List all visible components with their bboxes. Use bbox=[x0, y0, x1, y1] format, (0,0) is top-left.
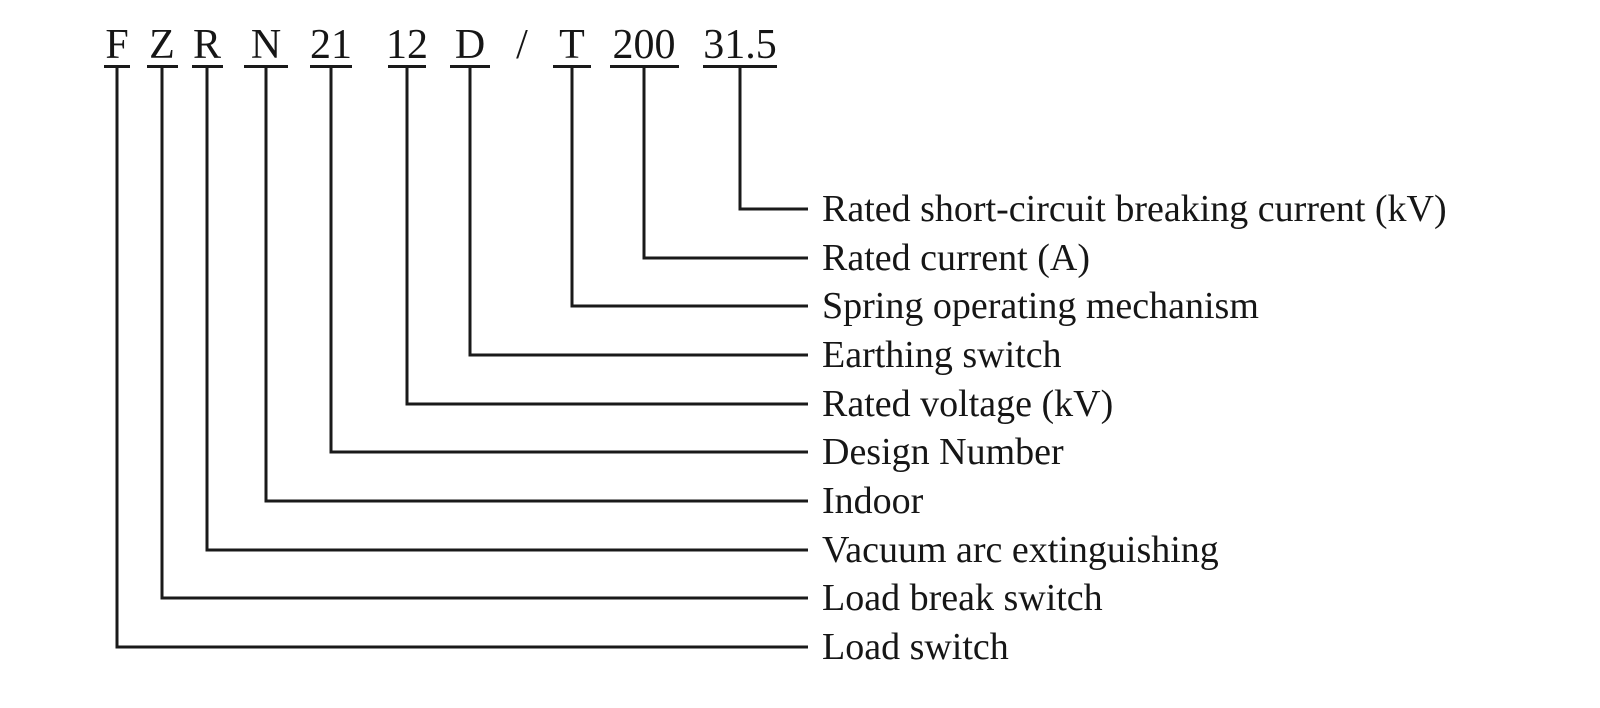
connector-F bbox=[115, 66, 808, 649]
code-token-Z: Z bbox=[149, 22, 175, 68]
code-token-21: 21 bbox=[310, 22, 352, 68]
code-token-T: T bbox=[559, 22, 585, 68]
code-token-12: 12 bbox=[386, 22, 428, 68]
token-underline-D bbox=[450, 65, 490, 68]
token-underline-F bbox=[104, 65, 130, 68]
connector-N bbox=[264, 66, 808, 503]
code-token-N: N bbox=[250, 22, 282, 68]
connector-200 bbox=[642, 66, 808, 260]
code-token-R: R bbox=[192, 22, 222, 68]
connector-D bbox=[468, 66, 808, 357]
designation-label-200: Rated current (A) bbox=[822, 237, 1090, 280]
token-underline-200 bbox=[609, 65, 679, 68]
connector-12 bbox=[405, 66, 808, 406]
token-underline-Z bbox=[146, 65, 178, 68]
connector-31-5 bbox=[738, 66, 808, 211]
code-token-31-5: 31.5 bbox=[703, 22, 777, 68]
code-token-F: F bbox=[105, 22, 129, 68]
code-token-200: 200 bbox=[612, 22, 676, 68]
designation-label-31-5: Rated short-circuit breaking current (kV… bbox=[822, 188, 1447, 231]
designation-label-R: Vacuum arc extinguishing bbox=[822, 529, 1219, 572]
connector-R bbox=[205, 66, 808, 552]
designation-label-N: Indoor bbox=[822, 480, 924, 523]
token-underline-N bbox=[244, 65, 288, 68]
token-underline-T bbox=[553, 65, 591, 68]
designation-label-D: Earthing switch bbox=[822, 334, 1062, 377]
token-underline-21 bbox=[310, 65, 352, 68]
connector-T bbox=[570, 66, 808, 308]
token-underline-R bbox=[191, 65, 223, 68]
designation-label-Z: Load break switch bbox=[822, 577, 1103, 620]
designation-label-12: Rated voltage (kV) bbox=[822, 383, 1114, 426]
designation-label-F: Load switch bbox=[822, 626, 1009, 669]
connector-Z bbox=[160, 66, 808, 600]
code-token-slash: / bbox=[516, 22, 528, 68]
code-token-D: D bbox=[454, 22, 486, 68]
designation-label-T: Spring operating mechanism bbox=[822, 285, 1259, 328]
token-underline-12 bbox=[388, 65, 426, 68]
token-underline-31-5 bbox=[703, 65, 777, 68]
connector-21 bbox=[329, 66, 808, 454]
designation-label-21: Design Number bbox=[822, 431, 1064, 474]
